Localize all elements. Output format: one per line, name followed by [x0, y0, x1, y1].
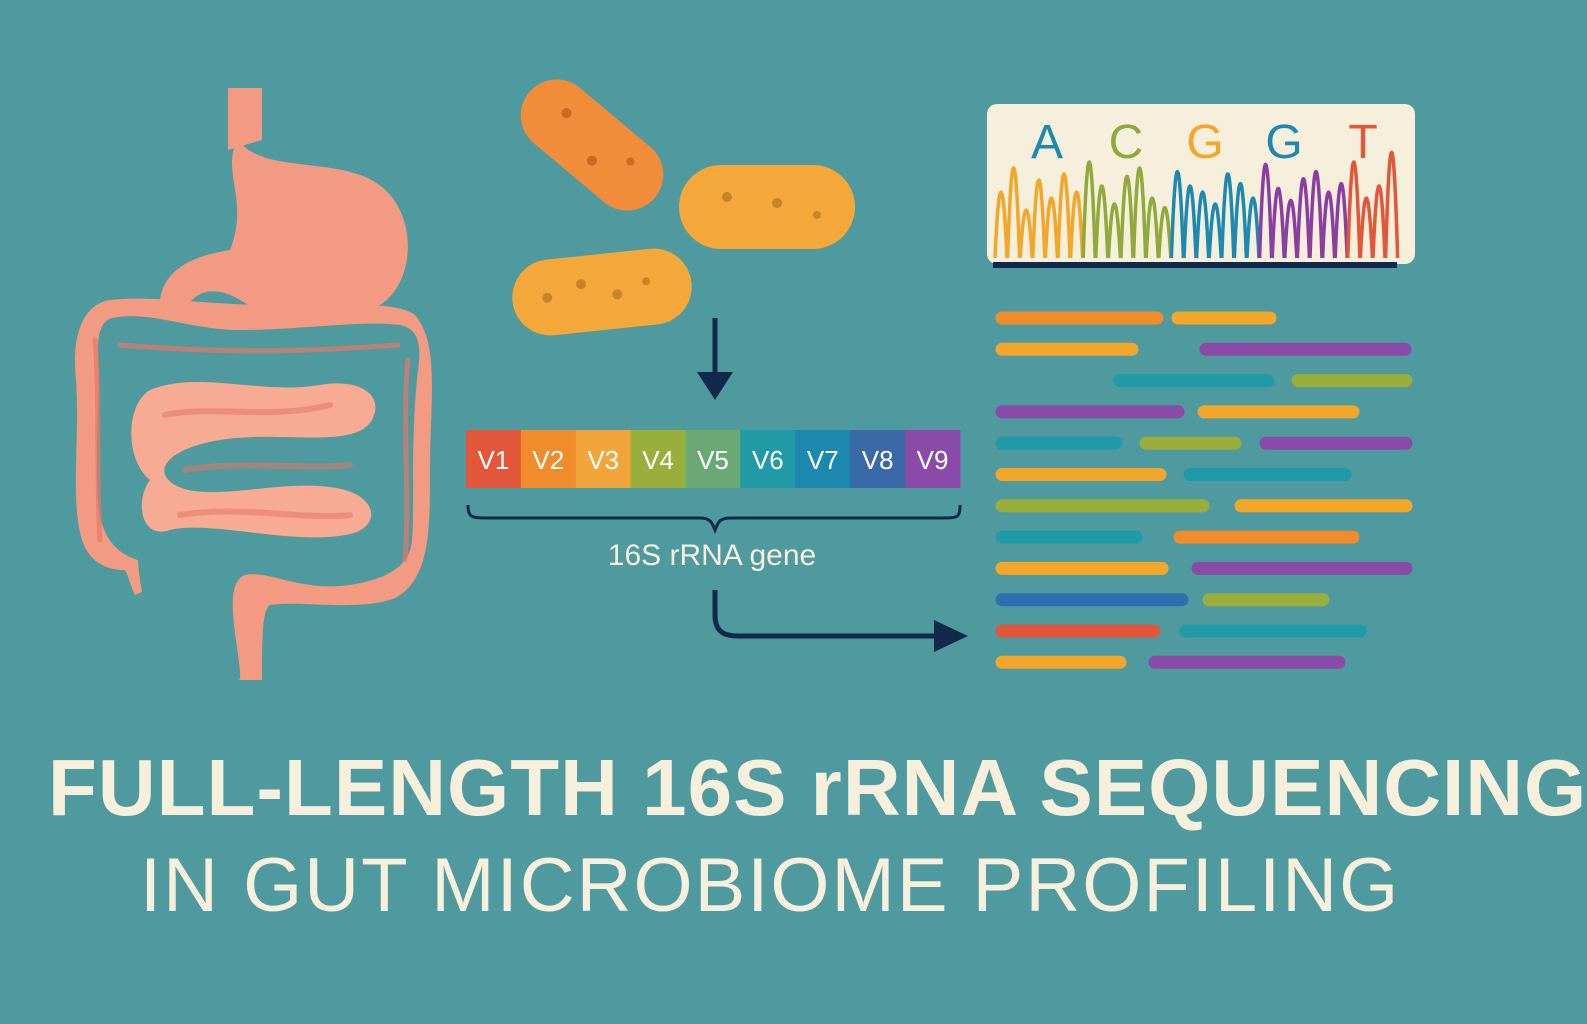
- chromatogram-peak: [1031, 178, 1047, 259]
- chromatogram-peak: [1194, 190, 1211, 259]
- gene-region-label: V8: [862, 445, 894, 475]
- bacterium-icon: [512, 248, 692, 336]
- gene-region-label: V5: [697, 445, 729, 475]
- gene-region-label: V2: [532, 445, 564, 475]
- gene-region-bar: V1 V2 V3 V4 V5 V6 V7 V8 V9: [466, 430, 961, 488]
- chromatogram-peak: [1245, 196, 1261, 259]
- gene-region-v5: V5: [685, 430, 741, 488]
- chromatogram-peak: [1358, 196, 1375, 259]
- chromatogram-peak: [1320, 190, 1337, 259]
- base-letter: A: [1031, 116, 1063, 169]
- base-letter: G: [1265, 116, 1302, 169]
- chromatogram-peak: [1308, 169, 1324, 259]
- chromatogram-peak: [1270, 186, 1286, 259]
- sequence-reads: [995, 311, 1413, 669]
- chromatogram-peak: [1068, 190, 1085, 259]
- gene-region-v6: V6: [740, 430, 796, 488]
- chromatogram-peak: [1106, 202, 1123, 259]
- gene-region-v4: V4: [630, 430, 687, 488]
- chromatogram-peak: [993, 190, 1009, 259]
- chromatogram-peak: [1333, 182, 1349, 259]
- gene-region-label: V4: [642, 445, 674, 475]
- chromatogram-peak: [1182, 184, 1198, 259]
- title-line-2: IN GUT MICROBIOME PROFILING: [140, 843, 1401, 928]
- gene-region-label: V3: [587, 445, 619, 475]
- chromatogram-peak: [1257, 162, 1274, 259]
- base-letter: T: [1348, 116, 1377, 169]
- chromatogram-peak: [1346, 160, 1362, 259]
- gene-region-v8: V8: [850, 430, 906, 488]
- digestive-tract-illustration: [75, 88, 432, 680]
- chromatogram-peak: [1094, 184, 1110, 259]
- down-arrow-icon: [697, 318, 733, 400]
- bacteria-group: [512, 79, 855, 336]
- chromatogram-peak: [1144, 196, 1160, 259]
- gene-region-label: V9: [917, 445, 949, 475]
- chromatogram-peak: [1119, 175, 1135, 259]
- chromatogram-peak: [1383, 151, 1400, 259]
- gene-region-label: V7: [807, 445, 839, 475]
- bacterium-icon: [679, 165, 855, 249]
- bacterium-icon: [520, 79, 664, 211]
- chromatogram-peak: [1220, 172, 1236, 259]
- gene-region-v2: V2: [520, 430, 577, 488]
- chromatogram-peak: [1018, 208, 1034, 259]
- title-line-1: FULL-LENGTH 16S rRNA SEQUENCING: [48, 743, 1587, 832]
- chromatogram-peak: [1295, 177, 1312, 259]
- chromatogram-peak: [1169, 169, 1186, 259]
- chromatogram-peak: [1232, 182, 1249, 259]
- elbow-arrow-icon: [712, 590, 968, 652]
- chromatogram-peak: [1056, 172, 1072, 259]
- chromatogram-peak: [1157, 205, 1173, 259]
- gene-brace: [466, 504, 962, 535]
- chromatogram-peak: [1043, 196, 1060, 259]
- gene-region-label: V1: [478, 445, 510, 475]
- chromatogram-peak: [1005, 166, 1022, 259]
- chromatogram-peak: [1131, 166, 1148, 259]
- chromatogram-peak: [1283, 198, 1299, 259]
- chromatogram-peak: [1081, 160, 1097, 259]
- base-letter: G: [1186, 116, 1223, 169]
- chromatogram-icon: [993, 151, 1400, 259]
- base-letter: C: [1109, 116, 1144, 169]
- gene-region-v3: V3: [575, 430, 632, 488]
- gene-caption: 16S rRNA gene: [608, 539, 816, 572]
- chromatogram-peak: [1207, 202, 1223, 259]
- gene-region-v1: V1: [466, 430, 522, 488]
- gene-region-label: V6: [752, 445, 784, 475]
- gene-region-v7: V7: [795, 430, 851, 488]
- gene-region-v9: V9: [905, 430, 961, 488]
- chromatogram-peak: [1371, 184, 1387, 259]
